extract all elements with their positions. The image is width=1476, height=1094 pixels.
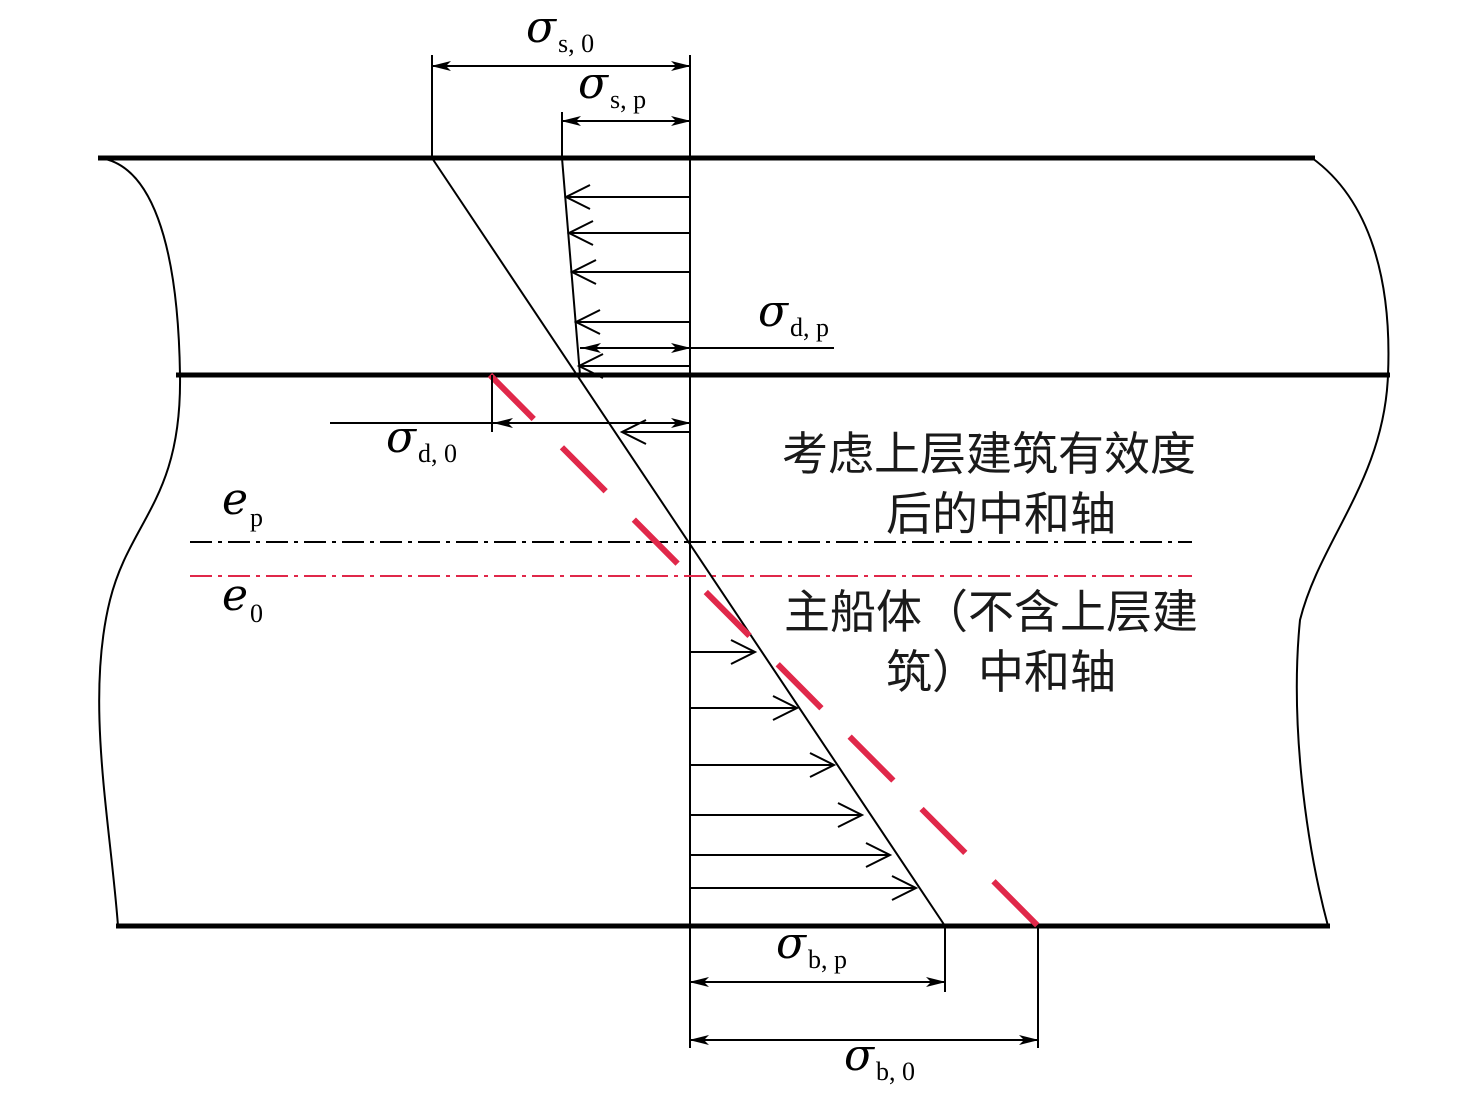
dimension-sigma-bp: [689, 926, 946, 992]
hull-outline: [98, 157, 1390, 927]
hull-right-edge: [1295, 157, 1390, 927]
hull-left-edge: [98, 157, 182, 927]
label-sigma-b0: σb, 0: [844, 1030, 915, 1086]
stress-line-hull: [431, 157, 946, 927]
label-e-0: e0: [222, 570, 263, 628]
label-sigma-sp: σs, p: [578, 58, 646, 114]
label-sigma-dp: σd, p: [758, 286, 829, 342]
dimension-sigma-sp: [561, 112, 691, 158]
label-sigma-d0: σd, 0: [386, 412, 457, 468]
dimension-sigma-d0: [330, 375, 691, 432]
dimension-sigma-b0: [689, 926, 1039, 1048]
label-e-p: ep: [222, 474, 263, 532]
stress-line-superstructure: [561, 157, 581, 376]
annotation-effective-axis-line1: 考虑上层建筑有效度: [782, 427, 1196, 481]
label-sigma-s0: σs, 0: [526, 2, 594, 58]
superstructure-stress-arrows: [563, 184, 690, 445]
annotation-main-hull-axis-line1: 主船体（不含上层建: [784, 585, 1198, 639]
lower-stress-arrows: [690, 639, 919, 901]
stress-line-main-hull-red: [487, 372, 1041, 929]
annotation-effective-axis-line2: 后的中和轴: [886, 487, 1116, 541]
dimension-sigma-s0: [431, 55, 691, 158]
annotation-main-hull-axis-line2: 筑）中和轴: [886, 645, 1116, 699]
label-sigma-bp: σb, p: [776, 918, 847, 974]
